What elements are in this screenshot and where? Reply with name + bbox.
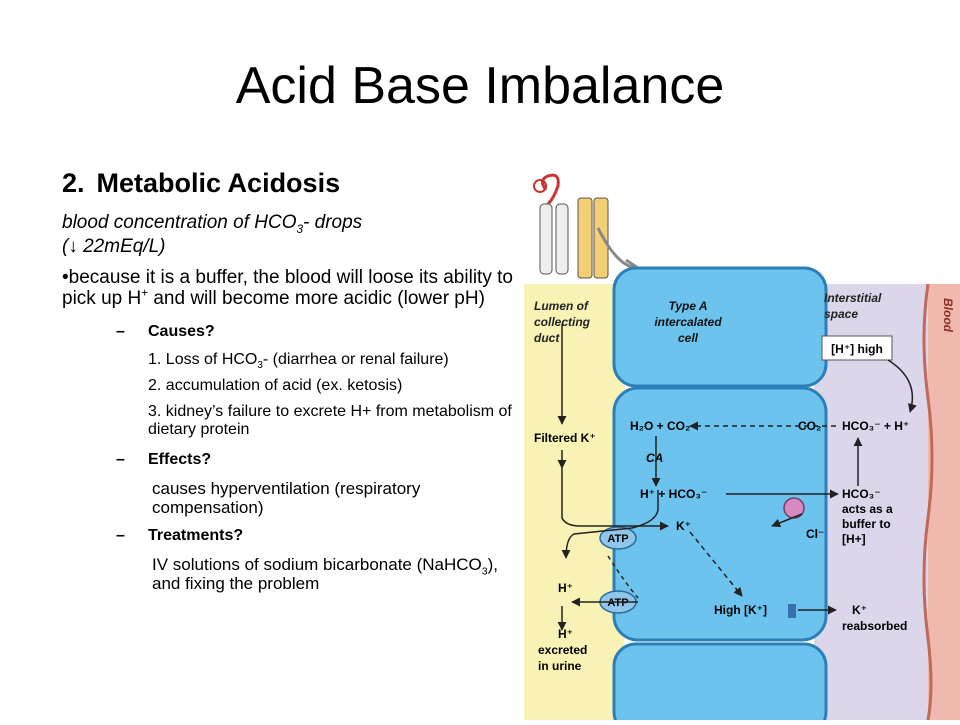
threshold-value: 22mEq/L) xyxy=(77,236,166,257)
blood-region xyxy=(928,284,960,720)
treatments-suffix: ), and fixing the problem xyxy=(152,555,499,593)
causes-label: – Causes? xyxy=(116,323,514,341)
ca-label: CA xyxy=(646,451,663,465)
treatments-text: Treatments? xyxy=(148,527,244,544)
h2o-co2-label: H₂O + CO₂ xyxy=(630,419,690,433)
cause-1-text: 1. Loss of HCO xyxy=(148,351,258,368)
threshold-open: ( xyxy=(62,236,69,257)
definition-suffix: - drops xyxy=(303,212,363,233)
dash: – xyxy=(116,527,125,544)
h-hco3-label: H⁺ + HCO₃⁻ xyxy=(640,487,707,501)
treatments-detail-text: IV solutions of sodium bicarbonate (NaHC… xyxy=(152,555,482,574)
treatments-label: – Treatments? xyxy=(116,527,514,545)
atp-upper-label: ATP xyxy=(607,533,628,545)
bullet-superscript: + xyxy=(141,286,149,300)
h-plus-label: H⁺ xyxy=(558,581,573,595)
cause-2: 2. accumulation of acid (ex. ketosis) xyxy=(148,377,403,394)
bullet-text: •because it is a buffer, the blood will … xyxy=(62,267,513,309)
cell-main xyxy=(612,386,828,642)
text-column: 2. Metabolic Acidosis blood concentration… xyxy=(62,168,514,593)
co2-label: CO₂ xyxy=(798,419,821,433)
hco3-h-label: HCO₃⁻ + H⁺ xyxy=(842,419,909,433)
cause-1-suffix: - (diarrhea or renal failure) xyxy=(262,351,449,368)
treatments-subscript: 3 xyxy=(481,565,488,578)
k-channel xyxy=(788,604,796,618)
dash: – xyxy=(116,451,125,468)
dash: – xyxy=(116,323,125,340)
h-high-label: [H⁺] high xyxy=(831,342,883,356)
high-k-label: High [K⁺] xyxy=(714,603,767,617)
cell-top xyxy=(612,266,828,388)
effects-detail: causes hyperventilation (respiratory com… xyxy=(152,479,421,517)
slide-title: Acid Base Imbalance xyxy=(235,57,725,115)
cause-3: 3. kidney’s failure to excrete H+ from m… xyxy=(148,403,512,438)
cl-label: Cl⁻ xyxy=(806,527,824,541)
atp-lower-label: ATP xyxy=(607,597,628,609)
definition-subscript: 3 xyxy=(296,222,304,236)
cell-bottom xyxy=(612,642,828,725)
bullet-suffix: and will become more acidic (lower pH) xyxy=(148,288,485,309)
k-cell-label: K⁺ xyxy=(676,519,691,533)
treatments-detail: IV solutions of sodium bicarbonate (NaHC… xyxy=(152,555,514,593)
nephron-thumbnail xyxy=(533,173,643,279)
threshold-line: (↓ 22mEq/L) xyxy=(62,235,514,259)
k-reabsorbed-label: K⁺reabsorbed xyxy=(842,603,907,633)
cause-1-subscript: 3 xyxy=(257,360,263,372)
heading-number: 2. xyxy=(62,168,85,198)
buffer-bullet: •because it is a buffer, the blood will … xyxy=(62,267,514,309)
atp-pump-upper xyxy=(599,526,637,550)
h-high-box xyxy=(821,335,893,361)
effects-label: – Effects? xyxy=(116,451,514,469)
filtered-k-label: Filtered K⁺ xyxy=(534,431,596,445)
definition-line: blood concentration of HCO3- drops xyxy=(62,211,514,235)
definition-text: blood concentration of HCO xyxy=(62,212,297,233)
lumen-region xyxy=(524,284,624,720)
down-arrow-icon: ↓ xyxy=(68,236,78,257)
cause-1: 1. Loss of HCO3- (diarrhea or renal fail… xyxy=(148,351,514,372)
section-heading: 2. Metabolic Acidosis xyxy=(62,168,514,199)
heading-text: Metabolic Acidosis xyxy=(96,168,341,198)
effects-text: Effects? xyxy=(148,451,212,468)
blood-label: Blood xyxy=(941,298,955,333)
causes-text: Causes? xyxy=(148,323,215,340)
